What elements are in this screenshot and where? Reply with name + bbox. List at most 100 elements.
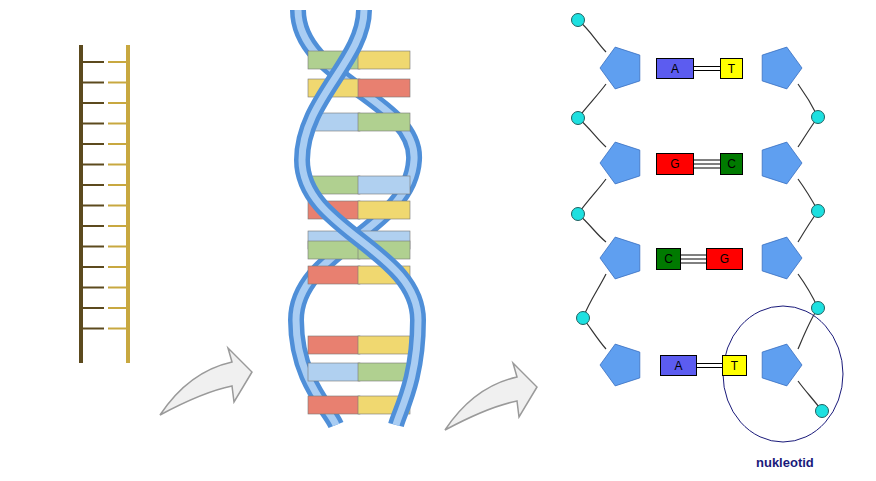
helix-strand	[302, 10, 418, 425]
base-letter: T	[731, 360, 738, 372]
ladder-rung	[108, 246, 126, 248]
part-label: nukleotid	[756, 455, 814, 470]
phosphate-dot	[816, 405, 829, 418]
ladder-rail	[126, 45, 130, 363]
base-bar	[308, 363, 360, 381]
ladder-rung	[83, 143, 104, 145]
ladder-rung	[83, 123, 104, 125]
base-box: G	[706, 248, 743, 270]
base-letter: G	[670, 158, 679, 170]
bond-line	[681, 255, 706, 256]
ladder-rung	[108, 102, 126, 104]
sugar-pentagon	[762, 47, 802, 89]
sugar-pentagon	[762, 344, 802, 386]
base-letter: A	[671, 63, 679, 75]
sugar-pentagon	[600, 47, 640, 89]
phosphate-dot	[812, 111, 825, 124]
ladder-rung	[108, 184, 126, 186]
dna-ladder	[81, 45, 128, 363]
sugar-pentagon	[762, 237, 802, 279]
base-bar	[308, 336, 360, 354]
ladder-rung	[83, 164, 104, 166]
ladder-rung	[108, 82, 126, 84]
ladder-rung	[83, 287, 104, 289]
backbone-line	[583, 274, 606, 349]
step-arrow	[160, 348, 252, 415]
ladder-rung	[108, 205, 126, 207]
bond-line	[694, 164, 720, 165]
base-letter: C	[664, 253, 673, 265]
ladder-rung	[108, 143, 126, 145]
step-arrow	[445, 363, 537, 430]
base-box: T	[722, 355, 747, 376]
phosphate-dot	[577, 312, 590, 325]
sugar-pentagon	[600, 142, 640, 184]
base-bar	[358, 201, 410, 219]
ladder-rung	[108, 266, 126, 268]
phosphate-dot	[572, 208, 585, 221]
hydrogen-bond	[681, 255, 706, 263]
base-box: T	[720, 58, 743, 79]
base-bar	[358, 363, 410, 381]
base-box: A	[656, 58, 694, 79]
bond-line	[694, 66, 720, 67]
ladder-rung	[83, 61, 104, 63]
hydrogen-bond	[694, 160, 720, 168]
ladder-rail	[79, 45, 83, 363]
phosphate-dot	[812, 302, 825, 315]
nucleotide-circle	[723, 306, 843, 442]
ladder-rung	[83, 307, 104, 309]
sugar-pentagon	[600, 344, 640, 386]
bond-line	[694, 168, 720, 169]
phosphate-dot	[572, 14, 585, 27]
base-box: G	[656, 153, 694, 175]
ladder-rung	[83, 246, 104, 248]
bond-line	[697, 367, 722, 368]
bond-line	[697, 363, 722, 364]
base-box: C	[656, 248, 681, 270]
sugar-pentagon	[600, 237, 640, 279]
base-bar	[358, 336, 410, 354]
bond-line	[694, 70, 720, 71]
ladder-rung	[108, 225, 126, 227]
base-letter: A	[674, 360, 682, 372]
ladder-rung	[83, 184, 104, 186]
ladder-rung	[83, 225, 104, 227]
ladder-rung	[108, 61, 126, 63]
base-bar	[358, 113, 410, 131]
base-bar	[308, 396, 360, 414]
ladder-rung	[83, 266, 104, 268]
base-bar	[358, 79, 410, 97]
helix-strand	[296, 10, 414, 425]
hydrogen-bond	[697, 364, 722, 368]
phosphate-dot	[572, 112, 585, 125]
bond-line	[681, 259, 706, 260]
bond-line	[681, 263, 706, 264]
bond-line	[694, 160, 720, 161]
ladder-rung	[83, 328, 104, 330]
sugar-pentagon	[762, 142, 802, 184]
base-box: C	[720, 153, 743, 175]
ladder-rung	[108, 328, 126, 330]
ladder-rung	[83, 102, 104, 104]
ladder-rung	[83, 82, 104, 84]
ladder-rung	[108, 123, 126, 125]
double-helix	[296, 10, 418, 425]
sugar-phosphate-backbone	[578, 20, 822, 411]
ladder-rung	[108, 307, 126, 309]
ladder-rung	[108, 287, 126, 289]
base-bar	[358, 176, 410, 194]
ladder-rung	[83, 205, 104, 207]
base-letter: G	[720, 253, 729, 265]
helix-strand	[296, 10, 414, 425]
base-bar	[358, 51, 410, 69]
phosphate-dot	[812, 205, 825, 218]
hydrogen-bond	[694, 67, 720, 71]
base-letter: C	[727, 158, 736, 170]
base-bar	[308, 266, 360, 284]
ladder-rung	[108, 164, 126, 166]
base-letter: T	[728, 63, 735, 75]
base-box: A	[660, 355, 697, 376]
